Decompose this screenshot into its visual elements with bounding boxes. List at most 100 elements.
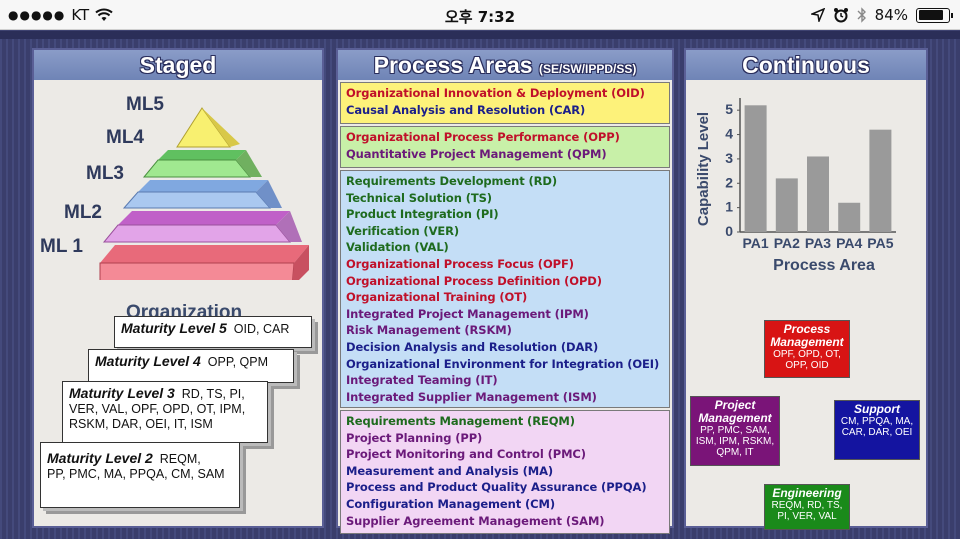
x-tick-label: PA3 [805, 235, 831, 251]
process-area-item: Configuration Management (CM) [346, 496, 556, 511]
pyramid-level-3 [138, 180, 268, 192]
staged-title: Staged [34, 50, 322, 80]
maturity-card-4: Maturity Level 4 OPP, QPM [88, 349, 294, 383]
process-areas-body: Organizational Innovation & Deployment (… [338, 80, 672, 534]
support-items: CM, PPQA, MA, CAR, DAR, OEI [840, 416, 914, 438]
process-areas-panel: Process Areas (SE/SW/IPPD/SS) Organizati… [336, 48, 674, 534]
maturity-card-areas: VER, VAL, OPF, OPD, OT, IPM, [69, 402, 246, 416]
engineering-items: REQM, RD, TS, PI, VER, VAL [771, 500, 843, 522]
x-tick-label: PA5 [867, 235, 893, 251]
process-area-item: Causal Analysis and Resolution (CAR) [346, 102, 586, 117]
maturity-card-level: Maturity Level 4 [95, 353, 201, 369]
project-management-title: Project Management [698, 398, 772, 425]
pyramid-level-1 [100, 245, 309, 263]
process-management-items: OPF, OPD, OT, OPP, OID [773, 349, 841, 371]
status-time: 오후 7:32 [444, 8, 516, 26]
wifi-icon [95, 8, 113, 21]
status-bar: ●●●●● KT 오후 7:32 84% [0, 0, 960, 30]
y-tick-label: 3 [725, 150, 733, 166]
process-area-item: Project Monitoring and Control (PMC) [346, 447, 586, 462]
process-area-item: Requirements Management (REQM) [346, 414, 575, 428]
pyramid-level-2 [118, 211, 290, 225]
process-area-item: Validation (VAL) [346, 240, 449, 255]
signal-strength-icon: ●●●●● [8, 8, 66, 22]
maturity-card-areas: OID, CAR [233, 322, 290, 336]
maturity-pyramid [99, 107, 309, 280]
continuous-title: Continuous [686, 50, 926, 80]
process-area-item: Requirements Development (RD) [346, 174, 558, 188]
x-tick-label: PA2 [774, 235, 800, 251]
x-tick-label: PA1 [742, 235, 768, 251]
pyramid-label-ml3: ML3 [86, 163, 124, 184]
process-area-item: Organizational Process Performance (OPP) [346, 130, 620, 144]
location-arrow-icon [810, 8, 825, 22]
bar [838, 202, 861, 232]
y-axis-title: Capability Level [695, 112, 712, 226]
maturity-card-areas: RSKM, DAR, OEI, IT, ISM [69, 417, 213, 431]
process-areas-header: Process Areas (SE/SW/IPPD/SS) [338, 50, 672, 80]
y-tick-label: 0 [725, 223, 733, 239]
alarm-clock-icon [833, 8, 848, 23]
maturity-card-areas: REQM, [159, 452, 201, 466]
process-area-item: Technical Solution (TS) [346, 190, 492, 205]
bar [807, 156, 829, 232]
project-management-box: Project Management PP, PMC, SAM, ISM, IP… [690, 396, 780, 466]
process-area-item: Decision Analysis and Resolution (DAR) [346, 339, 599, 354]
process-management-box: Process Management OPF, OPD, OT, OPP, OI… [764, 320, 850, 378]
process-area-item: Integrated Project Management (IPM) [346, 306, 589, 321]
process-area-item: Organizational Process Focus (OPF) [346, 256, 574, 271]
process-area-item: Product Integration (PI) [346, 207, 499, 222]
y-tick-label: 1 [725, 199, 733, 215]
process-areas-title: Process Areas [373, 52, 533, 78]
staged-body: ML5 ML4 ML3 ML2 ML 1 Organization Maturi… [34, 80, 322, 526]
process-area-item: Supplier Agreement Management (SAM) [346, 513, 605, 528]
maturity-card-5: Maturity Level 5 OID, CAR [114, 316, 312, 348]
x-tick-label: PA4 [836, 235, 862, 251]
maturity-card-2: Maturity Level 2 REQM, PP, PMC, MA, PPQA… [40, 442, 240, 508]
process-area-group: Organizational Process Performance (OPP)… [340, 126, 670, 168]
process-area-item: Organizational Training (OT) [346, 290, 528, 305]
process-area-item: Quantitative Project Management (QPM) [346, 146, 607, 161]
process-area-group: Requirements Development (RD) Technical S… [340, 170, 670, 408]
maturity-card-areas: PP, PMC, MA, PPQA, CM, SAM [47, 467, 225, 481]
bar [775, 178, 798, 232]
battery-percent: 84% [874, 6, 908, 24]
bluetooth-icon [857, 7, 866, 23]
maturity-card-areas: OPP, QPM [207, 355, 268, 369]
process-area-item: Integrated Teaming (IT) [346, 373, 498, 388]
category-connectors [686, 80, 926, 340]
process-area-item: Organizational Environment for Integrati… [346, 356, 660, 371]
project-management-items: PP, PMC, SAM, ISM, IPM, RSKM, QPM, IT [695, 425, 775, 458]
y-tick-label: 2 [725, 174, 733, 190]
process-area-item: Risk Management (RSKM) [346, 323, 512, 338]
staged-panel: Staged ML5 ML4 ML3 ML2 ML 1 Or [32, 48, 324, 528]
y-tick-label: 5 [725, 101, 733, 117]
engineering-box: Engineering REQM, RD, TS, PI, VER, VAL [764, 484, 850, 530]
status-left: ●●●●● KT [8, 6, 113, 24]
support-title: Support [854, 402, 900, 416]
process-area-item: Process and Product Quality Assurance (P… [346, 480, 647, 495]
pyramid-label-ml1: ML 1 [40, 236, 83, 257]
maturity-card-3: Maturity Level 3 RD, TS, PI, VER, VAL, O… [62, 381, 268, 443]
carrier-label: KT [71, 6, 90, 24]
battery-level [918, 10, 943, 20]
process-management-title: Process Management [770, 322, 844, 349]
process-area-item: Project Planning (PP) [346, 430, 483, 445]
maturity-card-level: Maturity Level 3 [69, 385, 175, 401]
process-area-item: Measurement and Analysis (MA) [346, 463, 554, 478]
maturity-card-areas: RD, TS, PI, [181, 387, 245, 401]
pyramid-level-4 [158, 150, 246, 160]
slide-top-band [0, 31, 960, 39]
status-right: 84% [810, 6, 953, 24]
process-area-group: Requirements Management (REQM) Project Pl… [340, 410, 670, 534]
y-tick-label: 4 [725, 126, 733, 142]
battery-icon [916, 7, 953, 23]
engineering-title: Engineering [772, 486, 842, 500]
pyramid-label-ml2: ML2 [64, 202, 102, 223]
process-area-item: Integrated Supplier Management (ISM) [346, 389, 597, 404]
process-area-item: Organizational Innovation & Deployment (… [346, 86, 645, 100]
bar [869, 129, 892, 232]
